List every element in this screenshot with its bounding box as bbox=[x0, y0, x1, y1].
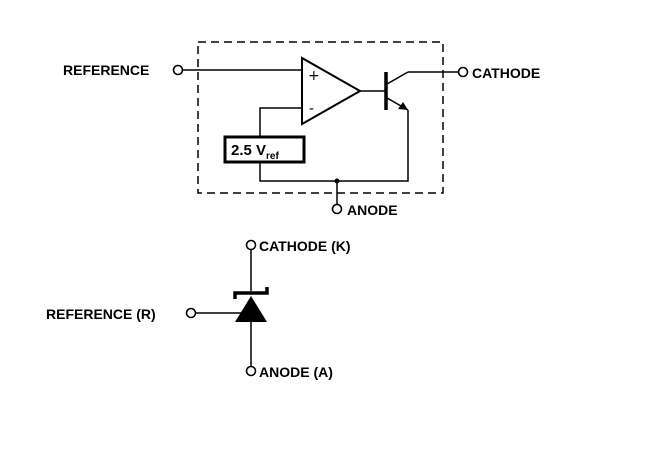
emitter-anode-wire bbox=[259, 110, 409, 182]
anode-pin bbox=[331, 203, 343, 215]
device-symbol-diagram: CATHODE (K) REFERENCE (R) ANODE (A) bbox=[46, 238, 351, 380]
shunt-regulator-symbol bbox=[233, 287, 269, 322]
symbol-cathode-pin bbox=[245, 239, 257, 251]
package-boundary bbox=[197, 41, 444, 194]
opamp-plus-sign: + bbox=[308, 68, 320, 84]
cathode-label: CATHODE bbox=[472, 65, 540, 81]
vref-label: 2.5 Vref bbox=[231, 142, 279, 162]
symbol-anode-label: ANODE (A) bbox=[259, 364, 333, 380]
opamp-symbol bbox=[301, 56, 363, 126]
opamp-minus-sign: - bbox=[309, 101, 314, 117]
transistor-symbol bbox=[384, 71, 409, 111]
vref-feedback-wire bbox=[259, 107, 302, 137]
symbol-cathode-label: CATHODE (K) bbox=[259, 238, 351, 254]
vref-box bbox=[223, 135, 306, 164]
reference-label: REFERENCE bbox=[63, 62, 149, 78]
symbol-anode-pin bbox=[245, 365, 257, 377]
symbol-reference-label: REFERENCE (R) bbox=[46, 306, 156, 322]
anode-label: ANODE bbox=[347, 202, 398, 218]
reference-pin bbox=[172, 64, 184, 76]
symbol-reference-pin bbox=[185, 307, 197, 319]
functional-block-diagram: + - 2.5 Vref REFERENCE CATHODE ANODE bbox=[63, 41, 540, 218]
cathode-pin bbox=[457, 66, 469, 78]
